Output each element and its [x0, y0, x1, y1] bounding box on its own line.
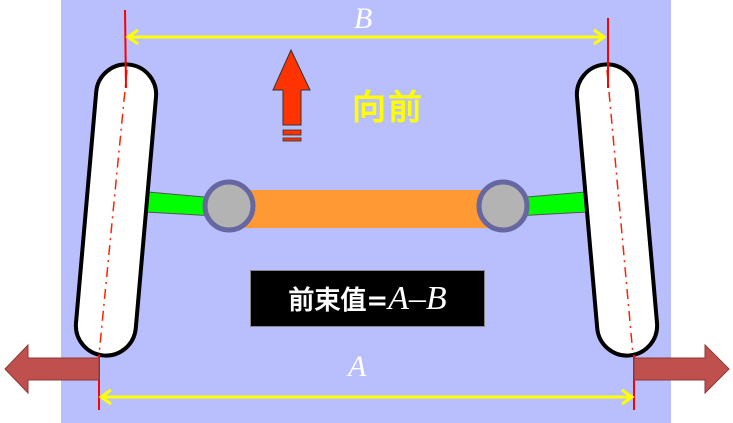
dimension-b-arrow [125, 28, 607, 46]
formula-prefix: 前束值= [288, 286, 389, 316]
forward-arrow-icon [272, 48, 311, 142]
dimension-a-arrow [98, 388, 635, 406]
label-b: B [354, 2, 373, 35]
label-a: A [348, 350, 367, 383]
right-wheel-centerline [606, 69, 634, 356]
right-outward-arrow-icon [633, 343, 730, 395]
left-wheel [73, 62, 159, 358]
toe-formula-box: 前束值=A–B [250, 270, 485, 327]
tie-rod [245, 190, 490, 228]
formula-expression: A–B [388, 279, 447, 317]
left-ball-joint [202, 179, 256, 233]
left-wheel-centerline [98, 69, 128, 356]
forward-label: 向前 [352, 88, 424, 128]
left-outward-arrow-icon [4, 343, 100, 395]
right-ball-joint [476, 179, 530, 233]
left-front-extension [124, 9, 127, 89]
right-wheel [574, 62, 660, 358]
